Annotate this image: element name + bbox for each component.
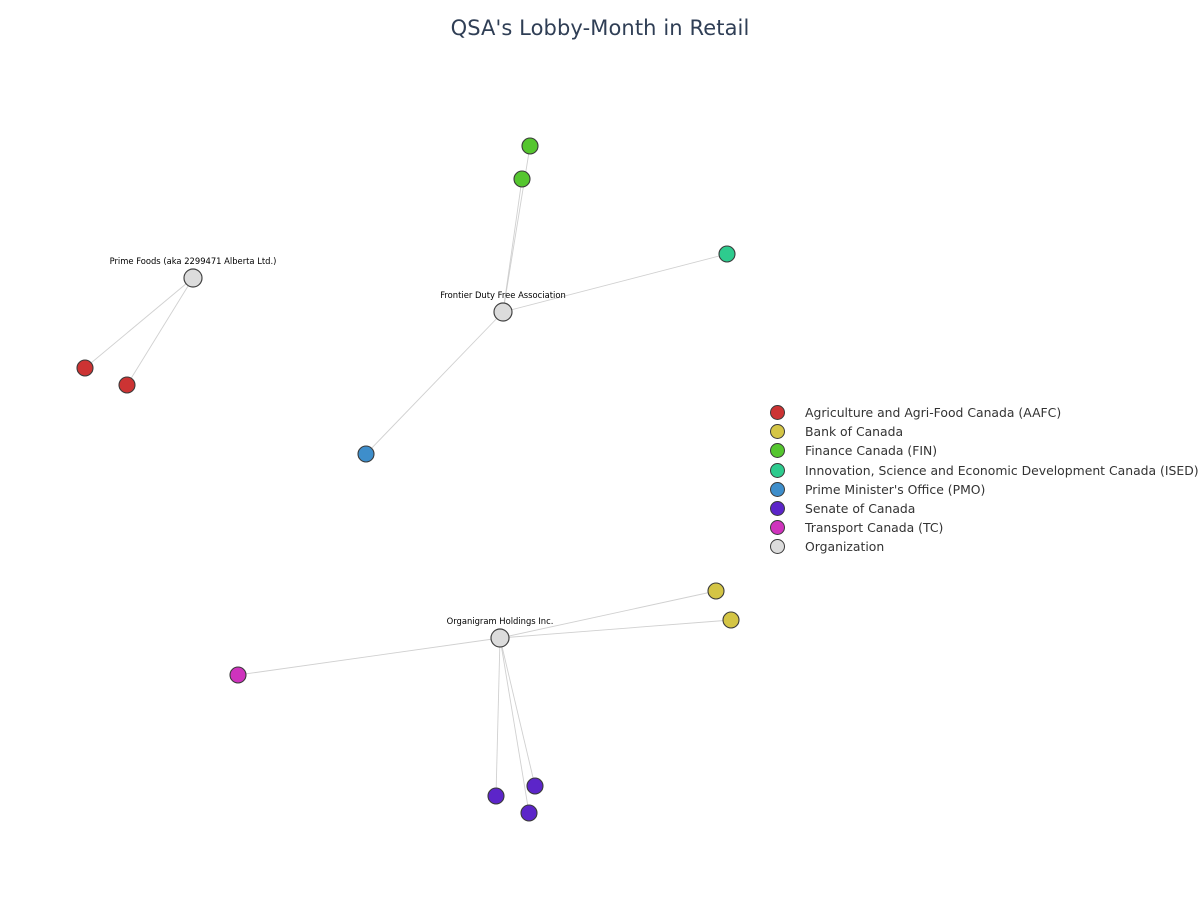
- graph-node-frontier[interactable]: [493, 302, 513, 322]
- legend-swatch-icon: [770, 443, 785, 459]
- graph-edge: [237, 637, 501, 676]
- graph-node-senate-2[interactable]: [526, 777, 544, 795]
- legend-item[interactable]: Finance Canada (FIN): [768, 441, 1198, 460]
- graph-node-boc-2[interactable]: [722, 611, 740, 629]
- graph-edge: [84, 277, 194, 369]
- edges-layer: [84, 145, 732, 814]
- graph-edge: [495, 637, 501, 797]
- legend-swatch-icon: [770, 424, 785, 440]
- legend-item-label: Bank of Canada: [805, 424, 904, 440]
- legend-swatch-icon: [770, 539, 785, 555]
- graph-edge: [126, 277, 194, 386]
- legend-item-label: Prime Minister's Office (PMO): [805, 481, 986, 497]
- graph-edge: [365, 311, 504, 455]
- graph-edge: [502, 178, 523, 313]
- legend-swatch-icon: [770, 462, 785, 478]
- legend-item[interactable]: Organization: [768, 537, 1198, 556]
- legend-item-label: Agriculture and Agri-Food Canada (AAFC): [805, 405, 1062, 421]
- graph-node-label-organigram: Organigram Holdings Inc.: [447, 616, 554, 626]
- graph-node-label-frontier: Frontier Duty Free Association: [440, 290, 566, 300]
- graph-node-prime-foods[interactable]: [183, 268, 203, 288]
- graph-edge: [499, 637, 530, 814]
- graph-node-organigram[interactable]: [490, 628, 510, 648]
- graph-node-fin-1[interactable]: [521, 137, 539, 155]
- legend-item-label: Organization: [805, 539, 885, 555]
- graph-node-label-prime-foods: Prime Foods (aka 2299471 Alberta Ltd.): [110, 256, 277, 266]
- nodes-layer: [76, 137, 740, 822]
- legend-swatch-icon: [770, 405, 785, 421]
- graph-node-fin-2[interactable]: [513, 170, 531, 188]
- legend-item[interactable]: Agriculture and Agri-Food Canada (AAFC): [768, 403, 1198, 422]
- graph-node-ised-1[interactable]: [718, 245, 736, 263]
- graph-edge: [499, 619, 732, 639]
- graph-node-pmo-1[interactable]: [357, 445, 375, 463]
- legend-swatch-icon: [770, 481, 785, 497]
- graph-node-senate-3[interactable]: [520, 804, 538, 822]
- legend-item[interactable]: Innovation, Science and Economic Develop…: [768, 461, 1199, 480]
- graph-edge: [499, 637, 536, 787]
- page-title: QSA's Lobby-Month in Retail: [450, 16, 750, 40]
- legend-swatch-icon: [770, 501, 785, 517]
- graph-node-boc-1[interactable]: [707, 582, 725, 600]
- graph-node-aafc-1[interactable]: [76, 359, 94, 377]
- graph-node-tc-1[interactable]: [229, 666, 247, 684]
- node-labels-layer: Prime Foods (aka 2299471 Alberta Ltd.) Fr…: [110, 256, 566, 626]
- graph-edge: [502, 145, 531, 313]
- legend-item[interactable]: Transport Canada (TC): [768, 518, 1198, 537]
- graph-edge: [502, 253, 728, 313]
- legend-item-label: Transport Canada (TC): [805, 520, 944, 536]
- legend-item-label: Innovation, Science and Economic Develop…: [805, 462, 1199, 478]
- legend-swatch-icon: [770, 520, 785, 536]
- legend: Agriculture and Agri-Food Canada (AAFC) B…: [768, 403, 1199, 557]
- legend-item-label: Finance Canada (FIN): [805, 443, 938, 459]
- legend-item[interactable]: Bank of Canada: [768, 422, 1198, 441]
- graph-node-aafc-2[interactable]: [118, 376, 136, 394]
- legend-item[interactable]: Prime Minister's Office (PMO): [768, 480, 1198, 499]
- graph-edge: [499, 590, 717, 639]
- legend-item[interactable]: Senate of Canada: [768, 499, 1198, 518]
- graph-node-senate-1[interactable]: [487, 787, 505, 805]
- legend-item-label: Senate of Canada: [805, 501, 916, 517]
